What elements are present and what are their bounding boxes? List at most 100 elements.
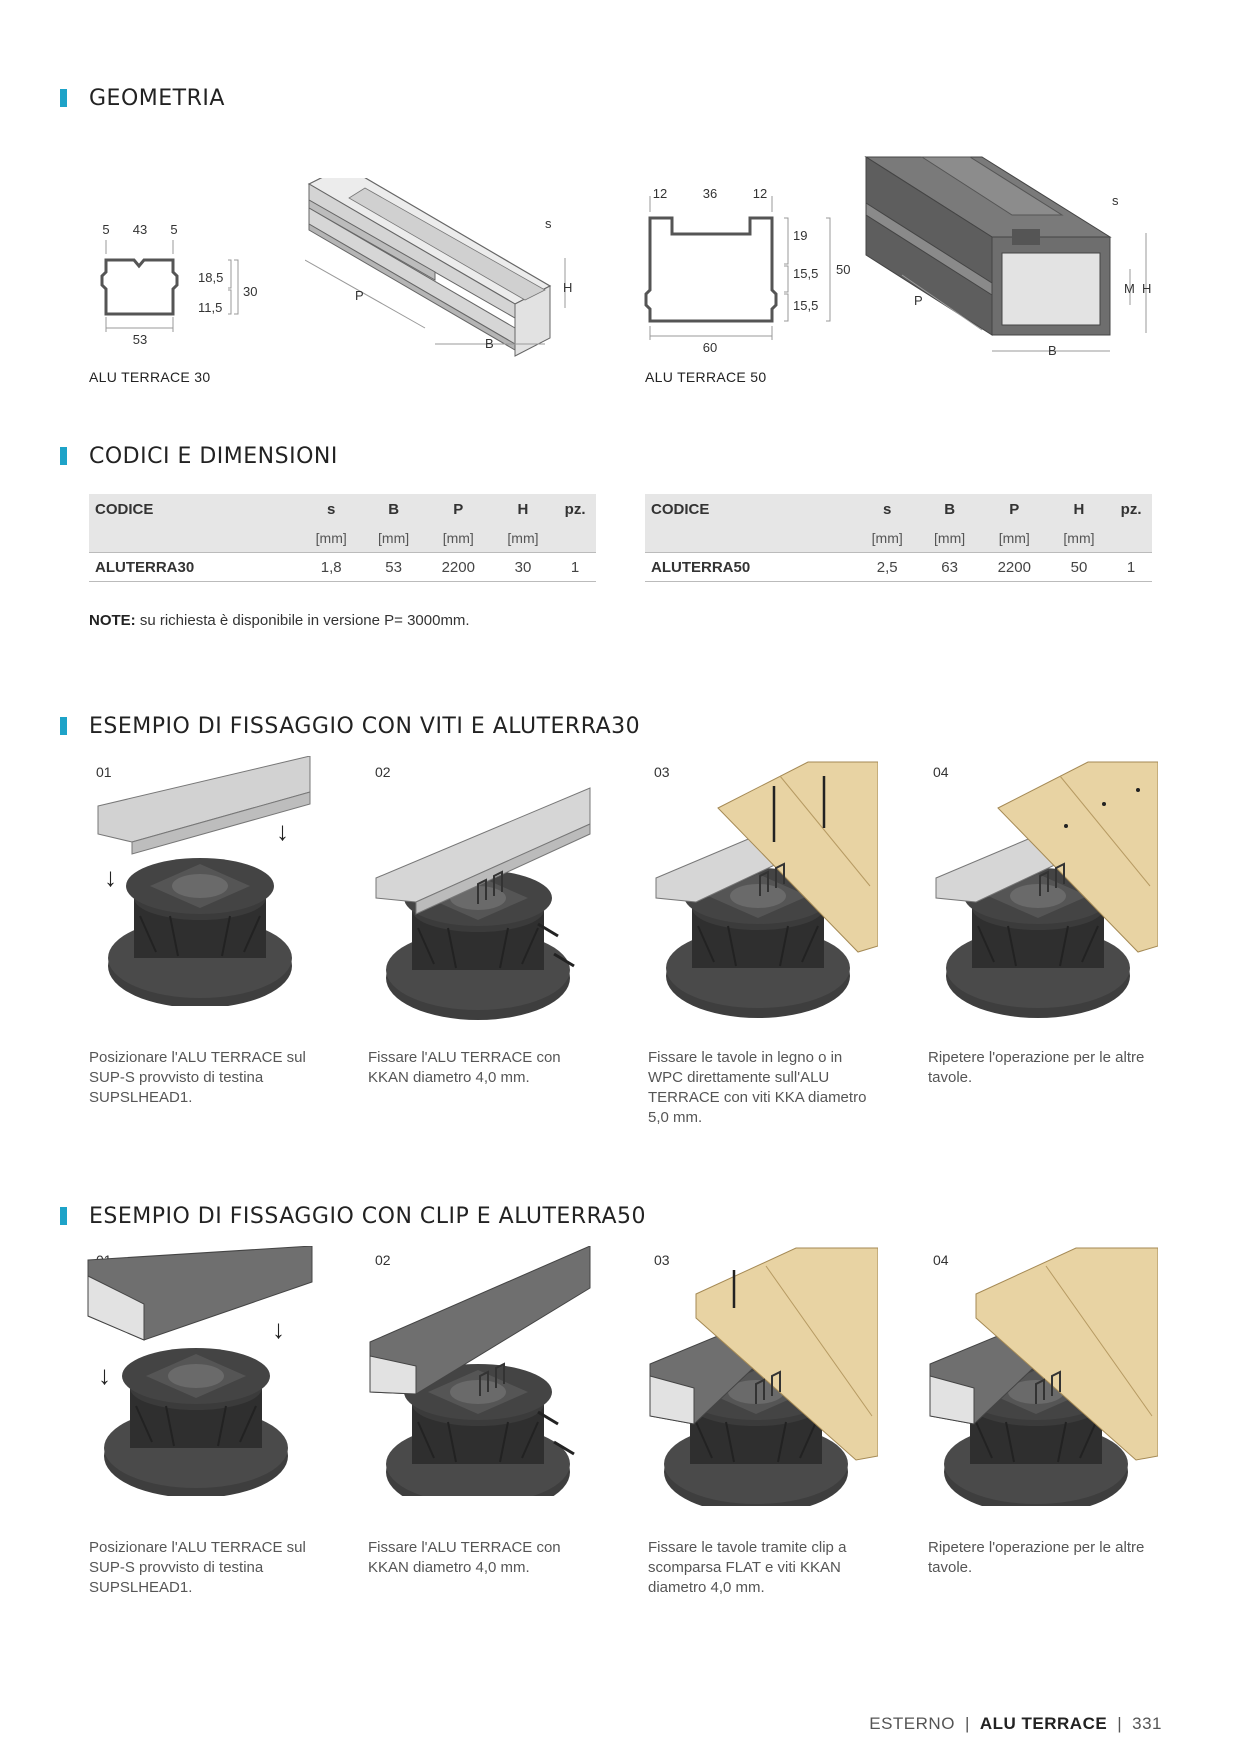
spec-table-aluterra30: CODICE s B P H pz. [mm] [mm] [mm] [mm] A… <box>89 494 596 582</box>
screw-step-2-illustration <box>375 787 591 1021</box>
dim50-top-right: 12 <box>753 186 767 201</box>
screw-step-3-number: 03 <box>654 764 670 780</box>
unit-cell: [mm] <box>362 524 425 553</box>
clip-step-2-number: 02 <box>375 1252 391 1268</box>
col-header: s <box>856 494 919 524</box>
dim50-top-mid: 36 <box>703 186 717 201</box>
unit-cell: [mm] <box>1047 524 1111 553</box>
dim-top-left: 5 <box>102 222 109 237</box>
clip-step-1-illustration: ↓ ↓ <box>87 1246 313 1496</box>
profile30-section-drawing: 5 43 5 18,5 11,5 30 53 <box>100 222 257 347</box>
dim-h-total: 30 <box>243 284 257 299</box>
unit-cell: [mm] <box>918 524 981 553</box>
iso30-b-label: B <box>485 336 494 351</box>
profile50-section-drawing: 12 36 12 19 15,5 15,5 50 60 <box>644 186 850 355</box>
screw-step-1-illustration: ↓ ↓ <box>97 756 311 1006</box>
col-header: CODICE <box>645 494 856 524</box>
iso50-m-label: M <box>1124 281 1135 296</box>
unit-cell: [mm] <box>424 524 492 553</box>
note: NOTE: su richiesta è disponibile in vers… <box>89 612 470 629</box>
arrow-down-icon: ↓ <box>272 1314 285 1344</box>
footer-product: ALU TERRACE <box>979 1714 1108 1733</box>
dim-top-right: 5 <box>170 222 177 237</box>
clip-step-4-text: Ripetere l'operazione per le altre tavol… <box>928 1539 1145 1576</box>
iso30-s-label: s <box>545 216 552 231</box>
col-header: CODICE <box>89 494 300 524</box>
spec-table-aluterra50: CODICE s B P H pz. [mm] [mm] [mm] [mm] A… <box>645 494 1152 582</box>
iso50-h-label: H <box>1142 281 1151 296</box>
screw-step-1-text: Posizionare l'ALU TERRACE sul SUP-S prov… <box>89 1049 306 1106</box>
screw-step-4-text: Ripetere l'operazione per le altre tavol… <box>928 1049 1145 1086</box>
note-text: su richiesta è disponibile in versione P… <box>135 612 470 629</box>
screw-step-4-illustration <box>935 761 1158 1019</box>
col-header: P <box>424 494 492 524</box>
section-title-clips: ESEMPIO DI FISSAGGIO CON CLIP E ALUTERRA… <box>60 1204 646 1229</box>
unit-cell: [mm] <box>300 524 363 553</box>
page-number: 331 <box>1132 1714 1162 1733</box>
dim-width: 53 <box>133 332 147 347</box>
code-cell: ALUTERRA50 <box>645 552 856 582</box>
arrow-down-icon: ↓ <box>276 816 289 846</box>
iso30-p-label: P <box>355 288 364 303</box>
accent-bar <box>60 1207 67 1225</box>
dim-h-upper: 18,5 <box>198 270 223 285</box>
clip-step-2-text: Fissare l'ALU TERRACE con KKAN diametro … <box>368 1539 561 1576</box>
unit-cell: [mm] <box>980 524 1048 553</box>
col-header: pz. <box>1110 494 1152 524</box>
note-label: NOTE: <box>89 612 136 629</box>
code-cell: ALUTERRA30 <box>89 552 300 582</box>
table-row: ALUTERRA50 2,5 63 2200 50 1 <box>645 552 1152 582</box>
col-header: pz. <box>554 494 596 524</box>
arrow-down-icon: ↓ <box>98 1360 111 1390</box>
unit-cell: [mm] <box>491 524 555 553</box>
col-header: B <box>362 494 425 524</box>
dim50-h-mid: 15,5 <box>793 266 818 281</box>
screw-step-2-number: 02 <box>375 764 391 780</box>
screw-step-3-illustration <box>655 761 878 1019</box>
clip-step-3-text: Fissare le tavole tramite clip a scompar… <box>648 1539 847 1596</box>
section-title-codes: CODICI E DIMENSIONI <box>60 444 338 469</box>
clip-step-3-number: 03 <box>654 1252 670 1268</box>
section-title-geometry: GEOMETRIA <box>60 86 225 111</box>
iso50-p-label: P <box>914 293 923 308</box>
clip-step-4-illustration <box>929 1247 1158 1506</box>
dim50-h-top: 19 <box>793 228 807 243</box>
clip-step-1-text: Posizionare l'ALU TERRACE sul SUP-S prov… <box>89 1539 306 1596</box>
col-header: B <box>918 494 981 524</box>
unit-cell: [mm] <box>856 524 919 553</box>
dim50-h-total: 50 <box>836 262 850 277</box>
clip-step-2-illustration <box>369 1246 591 1496</box>
profile30-outline <box>100 258 179 316</box>
section-title-screws: ESEMPIO DI FISSAGGIO CON VITI E ALUTERRA… <box>60 714 640 739</box>
table-row: ALUTERRA30 1,8 53 2200 30 1 <box>89 552 596 582</box>
clip-step-4-number: 04 <box>933 1252 949 1268</box>
dim-top-mid: 43 <box>133 222 147 237</box>
arrow-down-icon: ↓ <box>104 862 117 892</box>
dim50-width: 60 <box>703 340 717 355</box>
iso50-s-label: s <box>1112 193 1119 208</box>
profile30-isometric-drawing: s P B H <box>305 178 572 357</box>
accent-bar <box>60 89 67 107</box>
dim-h-lower: 11,5 <box>198 300 222 315</box>
iso30-h-label: H <box>563 280 572 295</box>
page-footer: ESTERNO|ALU TERRACE|331 <box>869 1714 1162 1733</box>
screw-step-4-number: 04 <box>933 764 949 780</box>
screw-step-1-number: 01 <box>96 764 112 780</box>
profile50-outline <box>644 216 778 323</box>
accent-bar <box>60 447 67 465</box>
dim50-top-left: 12 <box>653 186 667 201</box>
col-header: H <box>1047 494 1111 524</box>
profile30-caption: ALU TERRACE 30 <box>89 369 211 385</box>
iso50-b-label: B <box>1048 343 1057 358</box>
col-header: s <box>300 494 363 524</box>
footer-section: ESTERNO <box>869 1714 955 1733</box>
screw-step-2-text: Fissare l'ALU TERRACE con KKAN diametro … <box>368 1049 561 1086</box>
col-header: H <box>491 494 555 524</box>
profile50-isometric-drawing: s P B M H <box>864 156 1151 358</box>
accent-bar <box>60 717 67 735</box>
clip-step-3-illustration <box>649 1247 878 1506</box>
screw-step-3-text: Fissare le tavole in legno o in WPC dire… <box>648 1049 867 1126</box>
col-header: P <box>980 494 1048 524</box>
profile50-caption: ALU TERRACE 50 <box>645 369 767 385</box>
dim50-h-bot: 15,5 <box>793 298 818 313</box>
